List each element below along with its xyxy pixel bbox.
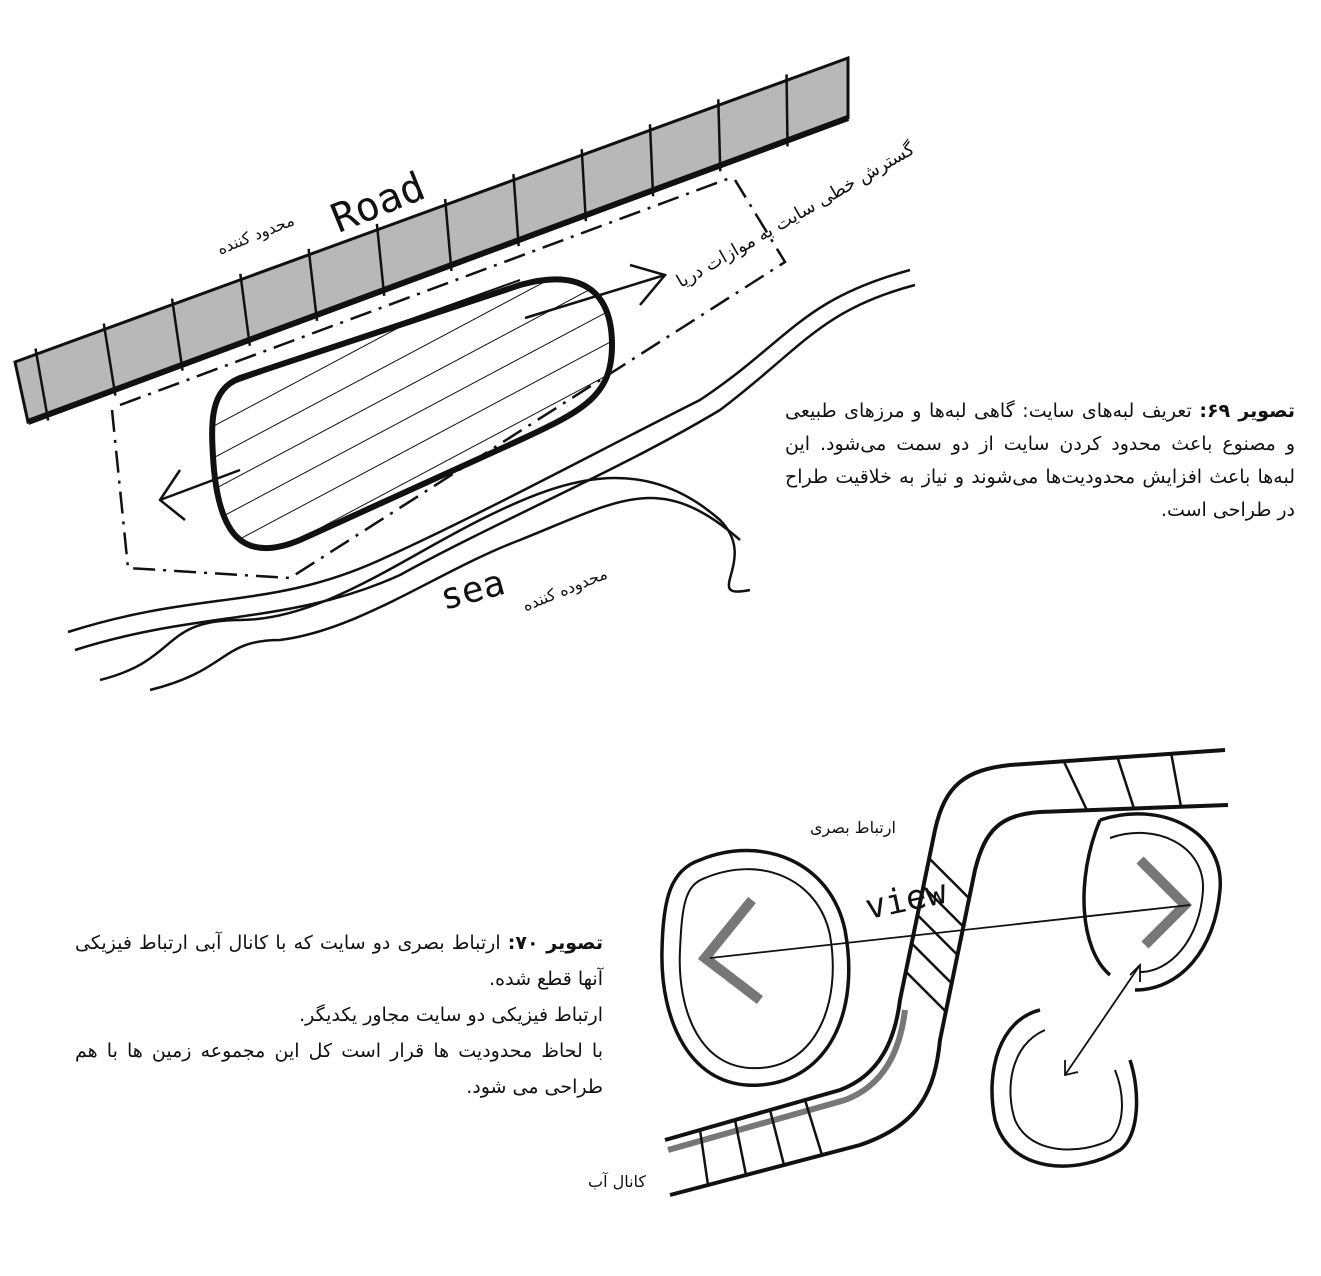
figure-70-caption: تصویر ۷۰: ارتباط بصری دو سایت که با کانا…: [75, 925, 603, 1105]
caption-label: تصویر ۶۹:: [1199, 400, 1295, 422]
road-divider: [102, 323, 117, 396]
road-divider: [443, 198, 453, 272]
canal-divider: [698, 1129, 710, 1186]
road-divider: [239, 273, 252, 346]
canal-divider: [1170, 753, 1183, 807]
canal-divider: [768, 1109, 786, 1166]
caption-line: با لحاظ محدودیت ها قرار است کل این مجموع…: [75, 1040, 603, 1098]
caption-label: تصویر ۷۰:: [507, 932, 603, 954]
view-label: view: [861, 871, 951, 929]
canal-divider: [910, 942, 953, 985]
canal-divider: [733, 1119, 748, 1176]
road-divider: [717, 99, 722, 172]
road-divider: [580, 149, 588, 222]
right-site: [1082, 812, 1222, 992]
canal-divider: [1062, 760, 1089, 811]
road-divider: [170, 298, 184, 371]
road-divider: [375, 223, 386, 297]
canal-divider: [803, 1099, 824, 1156]
figure-69-sketch: [13, 55, 916, 692]
canal-divider: [1116, 757, 1136, 809]
arrow-icon: [158, 263, 668, 521]
road-divider: [785, 74, 789, 147]
caption-text: ارتباط بصری دو سایت که با کانال آبی ارتب…: [75, 932, 603, 990]
road-divider: [34, 348, 50, 421]
water-canal: [664, 748, 1229, 1197]
canal-divider: [916, 914, 959, 956]
canal-label: کانال آب: [588, 1172, 647, 1191]
left-site: [660, 848, 851, 1087]
road-divider: [648, 124, 655, 197]
view-line: [709, 904, 1191, 1077]
figure-69-caption: تصویر ۶۹: تعریف لبه‌های سایت: گاهی لبه‌ه…: [785, 395, 1295, 527]
caption-text: تعریف لبه‌های سایت: گاهی لبه‌ها و مرزهای…: [785, 400, 1295, 521]
caption-line: تصویر ۷۰: ارتباط بصری دو سایت که با کانا…: [75, 925, 603, 997]
lower-site: [990, 1008, 1139, 1168]
road-divider: [307, 248, 319, 321]
site-boundary-dashed: [110, 176, 787, 580]
visual-link-label: ارتباط بصری: [810, 818, 896, 837]
road: [13, 55, 850, 425]
caption-line: ارتباط فیزیکی دو سایت مجاور یکدیگر.: [299, 1004, 603, 1026]
sea-shoreline: [67, 268, 916, 692]
canal-divider: [904, 970, 947, 1013]
road-divider: [512, 174, 520, 247]
